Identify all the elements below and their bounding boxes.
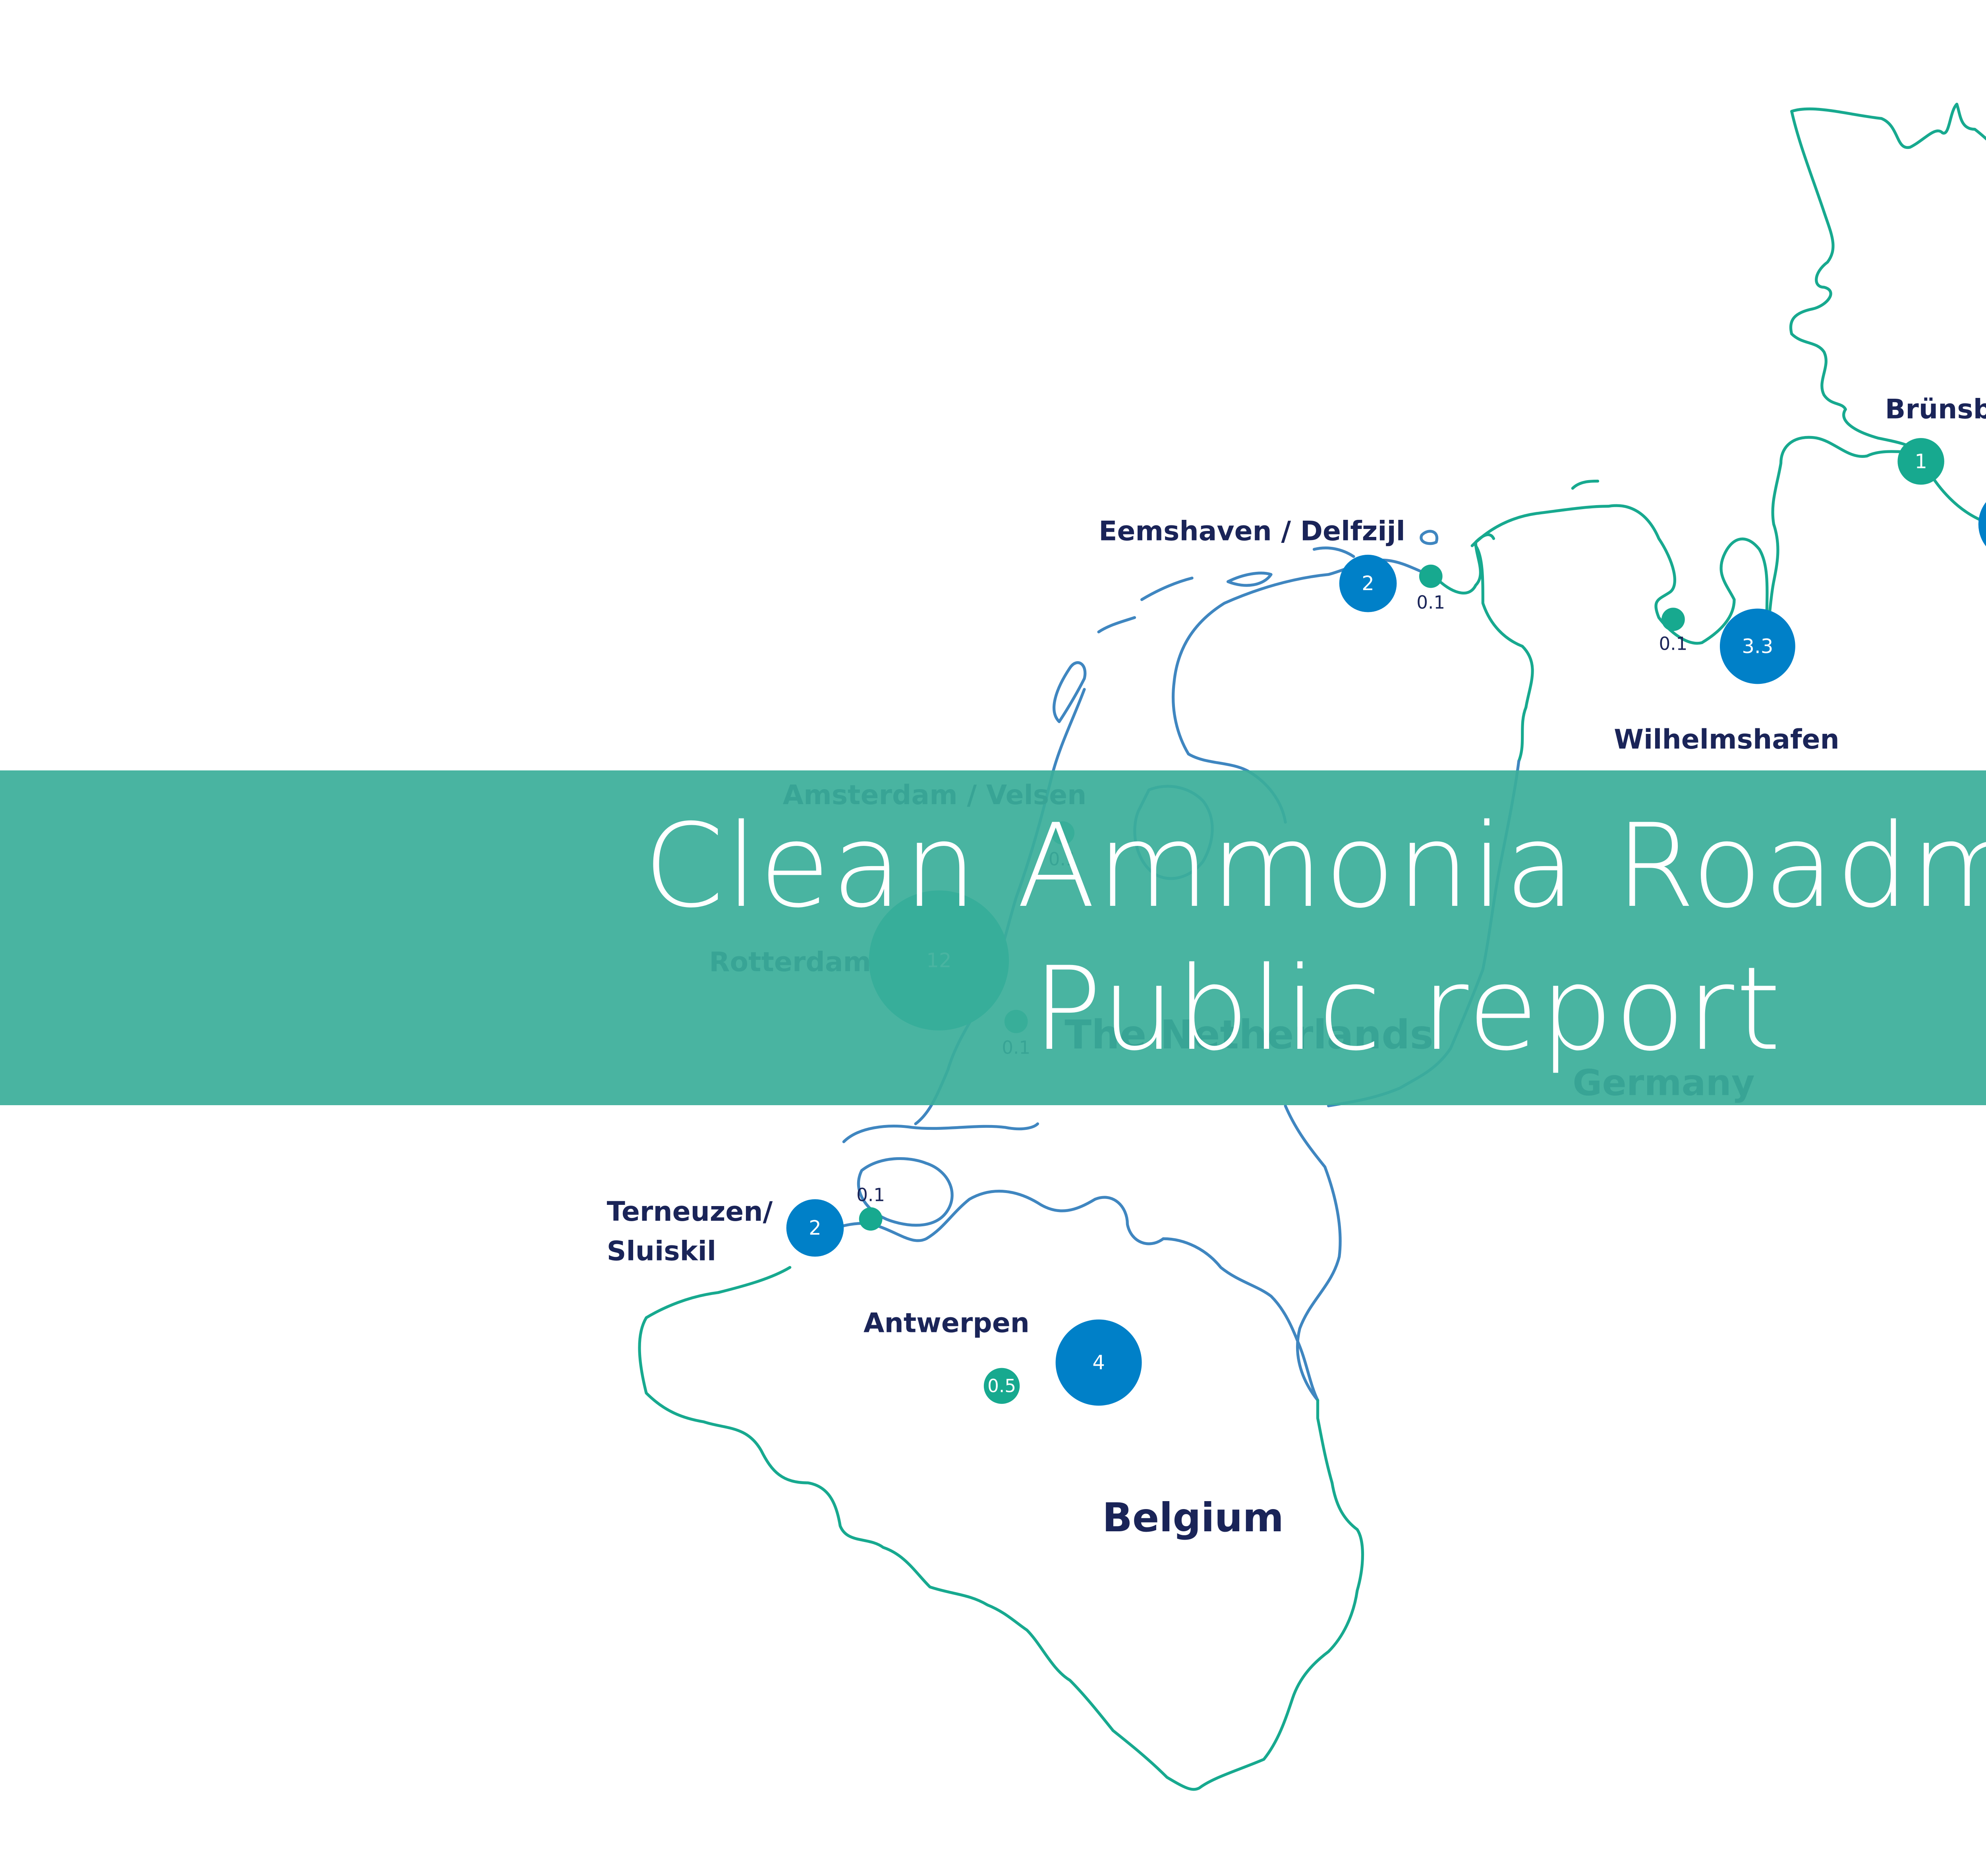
svg-text:0.5: 0.5 xyxy=(987,1375,1016,1396)
marker-eemshaven-green[interactable]: 0.1 xyxy=(1416,564,1445,613)
svg-text:4: 4 xyxy=(1092,1351,1105,1374)
marker-terneuzen-blue[interactable]: 2 xyxy=(786,1199,844,1257)
title-banner: Clean Ammonia Roadmap Public report xyxy=(0,770,1986,1105)
svg-text:2: 2 xyxy=(809,1216,821,1239)
svg-text:0.1: 0.1 xyxy=(1416,592,1445,613)
location-label-brunsbuttel: Brünsbuttel xyxy=(1885,393,1986,425)
svg-text:2: 2 xyxy=(1362,572,1374,595)
svg-text:3.3: 3.3 xyxy=(1742,635,1773,658)
location-label-terneuzen: Terneuzen/ xyxy=(607,1196,773,1227)
wadden-island-4 xyxy=(1312,546,1355,558)
marker-wilhelmshafen-blue[interactable]: 3.3 xyxy=(1719,608,1795,684)
svg-text:0.1: 0.1 xyxy=(1659,633,1687,654)
report-subtitle: Public report xyxy=(1032,942,1783,1076)
marker-brunsbuttel-green[interactable]: 1 xyxy=(1897,438,1944,485)
zeeland-flanders xyxy=(810,1189,1165,1245)
germany-ems-coast xyxy=(1474,544,1534,763)
country-label-belgium: Belgium xyxy=(1102,1495,1284,1541)
belgium-nl-border xyxy=(1162,1237,1319,1402)
texel-island xyxy=(1053,661,1087,723)
location-label-wilhelmshafen: Wilhelmshafen xyxy=(1614,724,1839,755)
germany-coastline xyxy=(1790,102,1986,149)
wadden-island-3 xyxy=(1226,571,1273,587)
report-title: Clean Ammonia Roadmap xyxy=(643,799,1986,933)
nl-limburg-border xyxy=(1284,1104,1342,1402)
jade-bay-coast xyxy=(1470,504,1769,645)
marker-wilhelmshafen-green[interactable]: 0.1 xyxy=(1659,608,1687,654)
island-germany xyxy=(1571,479,1600,490)
marker-brunsbuttel-blue[interactable]: 3 xyxy=(1978,488,1986,560)
elbe-estuary xyxy=(1765,436,1919,633)
location-label-antwerpen: Antwerpen xyxy=(864,1307,1030,1338)
wadden-island-1 xyxy=(1097,616,1136,633)
marker-terneuzen-green[interactable]: 0.1 xyxy=(856,1184,885,1231)
marker-antwerpen-green[interactable]: 0.5 xyxy=(983,1368,1020,1404)
wadden-island-2 xyxy=(1140,577,1194,601)
wadden-island-5 xyxy=(1420,530,1439,545)
belgium-border xyxy=(638,1266,1364,1791)
marker-eemshaven-blue[interactable]: 2 xyxy=(1339,554,1397,612)
marker-antwerpen-blue[interactable]: 4 xyxy=(1055,1319,1142,1406)
svg-text:1: 1 xyxy=(1915,450,1927,473)
svg-text:0.1: 0.1 xyxy=(856,1184,885,1205)
ems-estuary xyxy=(1435,533,1495,594)
location-label-eemshaven-delfzijl: Eemshaven / Delfzijl xyxy=(1099,515,1405,547)
germany-west-coast xyxy=(1789,110,1919,454)
location-label-sluiskil: Sluiskil xyxy=(607,1235,716,1266)
